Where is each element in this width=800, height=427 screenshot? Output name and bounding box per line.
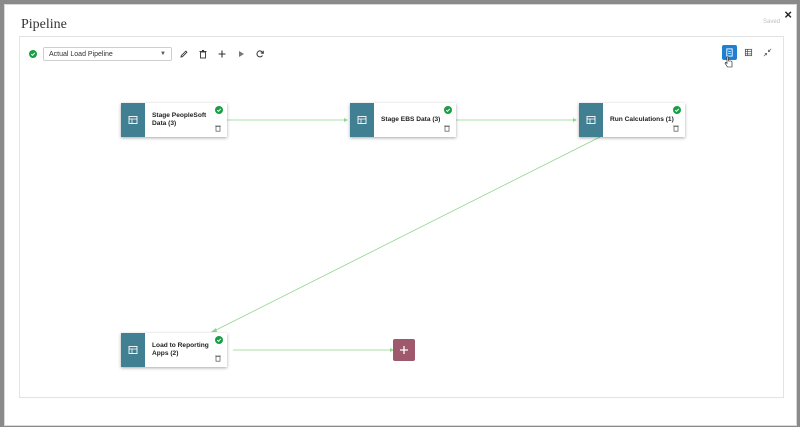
dialog-title: Pipeline xyxy=(21,17,67,32)
status-success-icon xyxy=(673,106,681,114)
delete-icon xyxy=(199,50,207,59)
delete-icon[interactable] xyxy=(672,124,680,132)
pipeline-select[interactable]: Actual Load Pipeline ▼ xyxy=(43,47,172,61)
run-button[interactable] xyxy=(234,47,248,61)
delete-icon[interactable] xyxy=(443,124,451,132)
node-stage-ebs-data[interactable]: Stage EBS Data (3) xyxy=(350,103,456,137)
node-run-calculations[interactable]: Run Calculations (1) xyxy=(579,103,685,137)
pipeline-canvas: Actual Load Pipeline ▼ xyxy=(19,36,784,398)
collapse-icon xyxy=(763,48,772,57)
collapse-button[interactable] xyxy=(760,45,775,60)
status-success-icon xyxy=(215,106,223,114)
grid-view-button[interactable] xyxy=(741,45,756,60)
pipeline-toolbar: Actual Load Pipeline ▼ xyxy=(29,46,267,62)
pipeline-dialog: × Pipeline Saved Actual Load Pipeline ▼ xyxy=(4,4,797,426)
save-button[interactable]: Saved xyxy=(762,19,780,25)
mouse-cursor-icon xyxy=(724,56,733,68)
status-success-icon xyxy=(215,336,223,344)
node-label: Stage EBS Data (3) xyxy=(381,116,441,123)
delete-icon[interactable] xyxy=(214,354,222,362)
grid-view-icon xyxy=(744,48,753,57)
delete-icon[interactable] xyxy=(214,124,222,132)
run-icon xyxy=(239,51,244,57)
status-success-icon xyxy=(444,106,452,114)
refresh-icon xyxy=(256,50,264,58)
table-icon xyxy=(121,103,146,137)
view-controls xyxy=(722,45,775,60)
table-icon xyxy=(579,103,604,137)
status-success-icon xyxy=(29,50,37,58)
node-label: Stage PeopleSoft Data (3) xyxy=(152,112,207,127)
flow-view-button[interactable] xyxy=(722,45,737,60)
add-button[interactable] xyxy=(215,47,229,61)
delete-button[interactable] xyxy=(196,47,210,61)
table-icon xyxy=(121,333,146,367)
edit-icon xyxy=(180,50,188,58)
add-icon xyxy=(218,50,226,58)
chevron-down-icon: ▼ xyxy=(160,51,166,57)
connector-3-4 xyxy=(213,136,601,332)
add-node-button[interactable] xyxy=(393,339,415,361)
node-stage-peoplesoft-data[interactable]: Stage PeopleSoft Data (3) xyxy=(121,103,227,137)
pipeline-select-value: Actual Load Pipeline xyxy=(49,50,113,58)
connectors xyxy=(211,118,601,352)
node-label: Load to Reporting Apps (2) xyxy=(152,342,209,357)
edit-button[interactable] xyxy=(177,47,191,61)
flow-view-icon xyxy=(726,48,733,57)
table-icon xyxy=(350,103,375,137)
plus-icon xyxy=(400,346,408,354)
node-label: Run Calculations (1) xyxy=(610,116,674,123)
refresh-button[interactable] xyxy=(253,47,267,61)
node-load-to-reporting-apps[interactable]: Load to Reporting Apps (2) xyxy=(121,333,227,367)
close-button[interactable]: × xyxy=(784,7,792,22)
